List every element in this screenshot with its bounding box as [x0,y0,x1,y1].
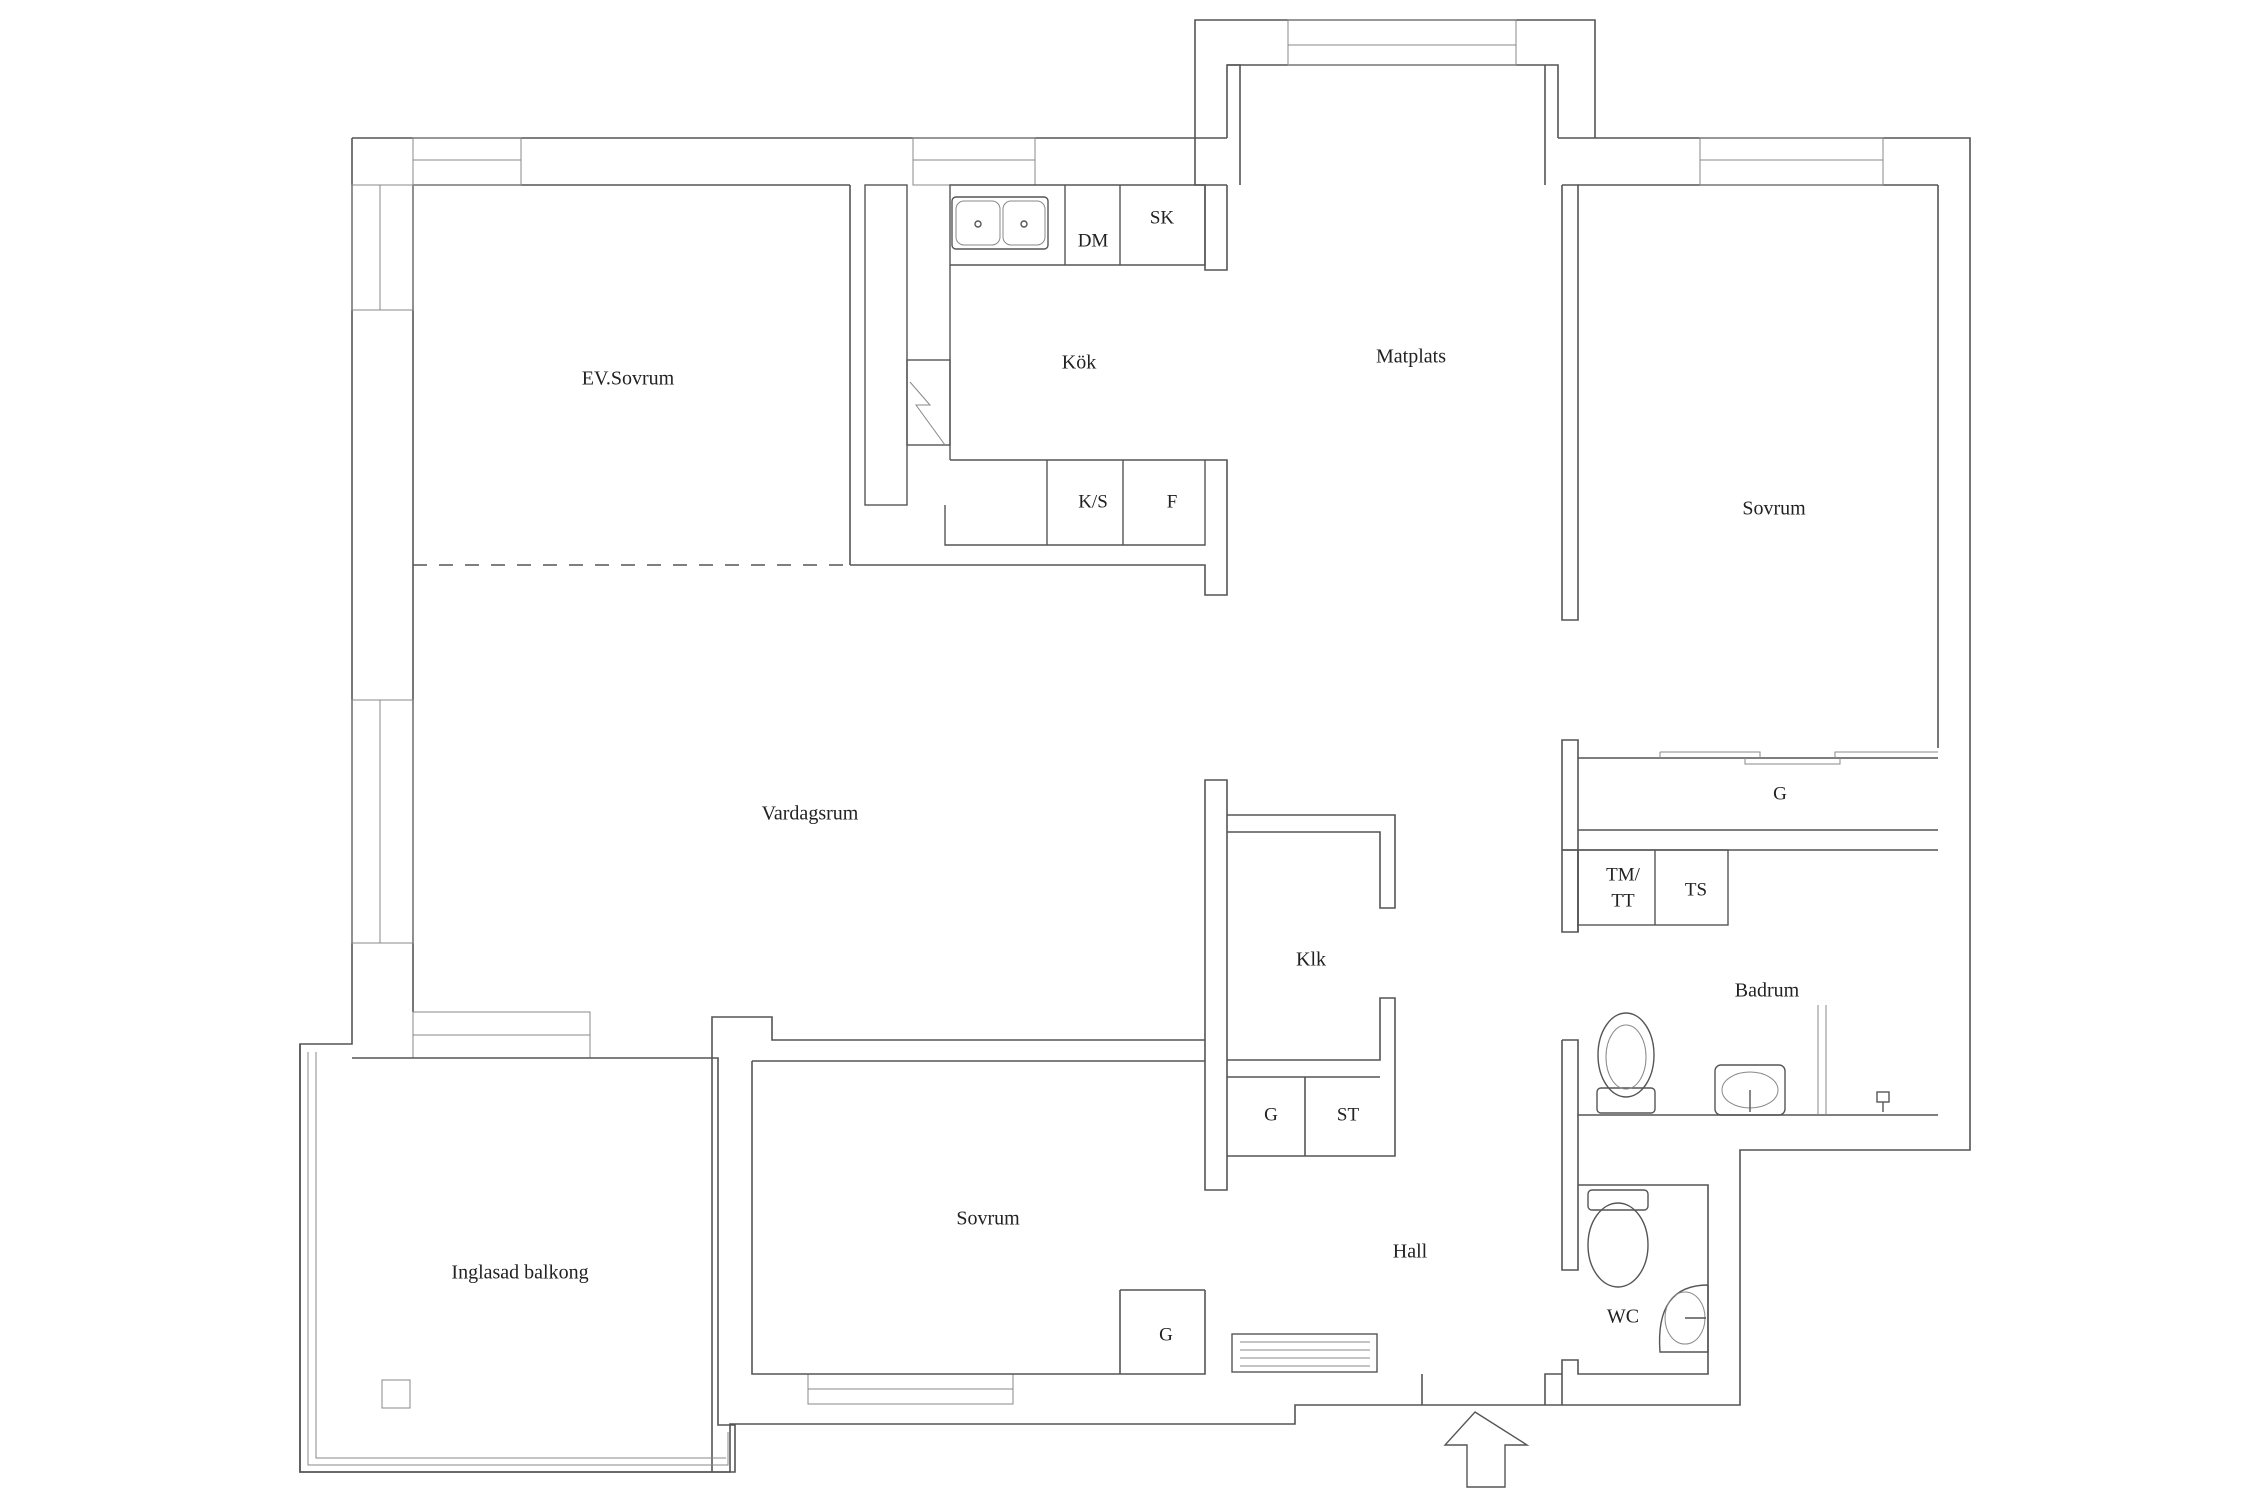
windows [351,137,1884,1405]
wc-washbasin-icon [1658,1284,1709,1353]
fixture-label-f: F [1167,491,1178,512]
wc-toilet-icon [1587,1189,1649,1288]
room-label-matplats: Matplats [1376,346,1446,368]
fixture-label-sk: SK [1150,207,1175,228]
room-label-inglasad-balkong: Inglasad balkong [451,1262,588,1284]
outer-walls [299,19,1971,1473]
room-label-wc: WC [1607,1306,1639,1328]
fixture-label-dm: DM [1078,230,1109,251]
room-label-kok: Kök [1062,352,1096,374]
fixture-label-g-bedroom-right: G [1773,783,1787,804]
toilet-icon [1596,1012,1656,1114]
room-label-sovrum-bottom: Sovrum [956,1208,1020,1230]
radiator-icon [1231,1333,1378,1373]
room-label-hall: Hall [1393,1241,1428,1263]
sink-icon [951,196,1049,250]
fixture-label-ts: TS [1685,879,1707,900]
fixture-label-st: ST [1337,1104,1360,1125]
fixture-label-tm: TM/ [1606,864,1641,885]
fixture-label-tt: TT [1611,890,1635,911]
fixture-label-ks: K/S [1078,491,1108,512]
room-label-badrum: Badrum [1735,980,1800,1002]
fixture-label-g-bedroom-bottom: G [1159,1324,1173,1345]
room-label-ev-sovrum: EV.Sovrum [582,368,675,390]
room-label-klk: Klk [1296,949,1326,971]
kitchen-fixtures [906,184,1206,546]
washbasin-icon [1714,1064,1786,1116]
room-label-vardagsrum: Vardagsrum [762,803,859,825]
room-label-sovrum-right: Sovrum [1742,498,1806,520]
entrance-arrow-icon [1443,1411,1530,1488]
fixture-label-g-hall: G [1264,1104,1278,1125]
shower-tap-icon [1876,1091,1890,1112]
fixture-boxes [1577,849,1729,926]
